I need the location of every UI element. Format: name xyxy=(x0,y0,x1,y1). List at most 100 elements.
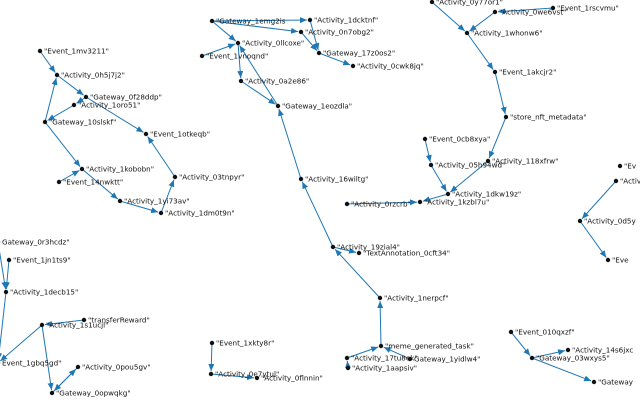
node-ev_1mv3211[interactable]: "Event_1mv3211" xyxy=(37,47,109,56)
node-act_0h5j7j2[interactable]: "Activity_0h5j7j2" xyxy=(54,71,125,80)
node-ta_0cft34[interactable]: "TextAnnotation_0cft34" xyxy=(356,249,450,258)
node-act_1kobobn[interactable]: "Activity_1kobobn" xyxy=(79,165,154,174)
node-dot xyxy=(79,166,85,172)
edge-gw_top-to-act_0llcoxe xyxy=(211,20,237,42)
node-ev_1xkty8r[interactable]: "Event_1xkty8r" xyxy=(209,339,275,348)
node-ev_1otkeqb[interactable]: "Event_1otkeqb" xyxy=(143,130,210,139)
node-act_1s1ucjl[interactable]: "Activity_1s1ucjl" xyxy=(39,321,109,330)
node-label: "Activity_118xfrw" xyxy=(492,157,558,166)
node-dot xyxy=(613,178,619,184)
node-act_0n7obg2[interactable]: "Activity_0n7obg2" xyxy=(298,28,374,37)
node-ev_1gbq5gd[interactable]: Event_1gbq5gd" xyxy=(0,359,61,368)
node-dot xyxy=(503,114,509,120)
node-act_0we6vst[interactable]: "Activity_0we6vst" xyxy=(492,8,567,17)
node-dot xyxy=(422,136,428,142)
edge-act_0llcoxe-to-act_0a2e86 xyxy=(237,42,244,79)
node-label: "Activity_0rda xyxy=(620,177,640,186)
node-act_19zial4[interactable]: "Activity_19zial4" xyxy=(330,243,400,252)
node-act_1kzbl7u[interactable]: "Activity_1kzbl7u" xyxy=(417,198,489,207)
node-act_0e7ytul[interactable]: "Activity_0e7ytul" xyxy=(208,370,279,379)
node-dot xyxy=(350,63,356,69)
node-transfer_reward[interactable]: "transferReward" xyxy=(81,316,150,325)
node-label: Event_1gbq5gd" xyxy=(2,359,61,368)
node-label: "Eve xyxy=(612,256,629,265)
edge-ev_1vnoqnd-to-act_0llcoxe xyxy=(201,43,236,57)
node-act_1yi73av[interactable]: "Activity_1yi73av" xyxy=(117,197,190,206)
node-ev_r_top[interactable]: "Ev xyxy=(617,162,637,171)
node-dot xyxy=(464,30,470,36)
node-act_0rzcrb[interactable]: "Activity_0rzcrb" xyxy=(344,200,411,209)
node-ev_r_mid[interactable]: "Eve xyxy=(605,256,629,265)
node-ev_14nwktt[interactable]: "Event_14nwktt" xyxy=(56,178,123,187)
node-act_17tu8ek[interactable]: "Activity_17tu8ek" xyxy=(344,354,418,363)
node-act_0pou5gv[interactable]: "Activity_0pou5gv" xyxy=(75,363,151,372)
edge-gw_top-to-act_0n7obg2 xyxy=(211,20,299,34)
node-dot xyxy=(298,176,304,182)
node-act_1oro51[interactable]: "Activity_1oro51" xyxy=(71,101,141,110)
node-gw_17z0os2[interactable]: "Gateway_17z0os2" xyxy=(316,49,395,58)
node-meme_task[interactable]: "meme_generated_task" xyxy=(378,342,474,351)
node-gw_1yidlw4[interactable]: Gateway_1yidlw4" xyxy=(407,355,481,364)
node-act_0rda[interactable]: "Activity_0rda xyxy=(613,177,640,186)
node-dot xyxy=(417,199,423,205)
node-gw_0r3hcdz[interactable]: Gateway_0r3hcdz" xyxy=(0,238,70,247)
node-act_118xfrw[interactable]: "Activity_118xfrw" xyxy=(485,157,559,166)
edge-act_19zial4-to-act_16wiltg xyxy=(301,181,334,248)
edge-act_0we6vst-to-act_1whonw6 xyxy=(469,11,496,32)
node-act_1dkw19z[interactable]: "Activity_1dkw19z" xyxy=(445,190,521,199)
node-dot xyxy=(407,356,413,362)
node-gw_03wxys5[interactable]: "Gateway_03wxys5" xyxy=(529,354,610,363)
node-act_14s6jxc[interactable]: "Activity_14s6jxc xyxy=(565,346,634,355)
node-dot xyxy=(275,103,281,109)
node-gw_10slskf[interactable]: "Gateway_10slskf" xyxy=(42,118,116,127)
edge-ev_1jn1ts9-to-act_1decb15 xyxy=(3,259,10,290)
node-act_1decb15[interactable]: "Activity_1decb15" xyxy=(3,288,79,297)
node-act_16wiltg[interactable]: "Activity_16wiltg" xyxy=(298,175,369,184)
node-gw_0opwqkg[interactable]: "Gateway_0opwqkg" xyxy=(49,389,131,398)
edge-act_0rzcrb-to-act_1kzbl7u xyxy=(346,199,418,206)
node-act_05h94wd[interactable]: "Activity_05h94wd" xyxy=(428,161,506,170)
node-label: "Gateway_17z0os2" xyxy=(323,49,395,58)
node-act_0llcoxe[interactable]: "Activity_0llcoxe" xyxy=(235,39,304,48)
node-ev_0cb8xya[interactable]: "Event_0cb8xya" xyxy=(422,135,491,144)
node-dot xyxy=(209,340,215,346)
node-gw_top[interactable]: "Gateway_1emg2is xyxy=(209,17,286,26)
node-dot xyxy=(445,191,451,197)
node-dot xyxy=(209,18,215,24)
node-act_0cwk8jq[interactable]: "Activity_0cwk8jq" xyxy=(350,62,424,71)
node-label: "Activity_0llcoxe" xyxy=(242,39,304,48)
node-act_1dm0t9n[interactable]: "Activity_1dm0t9n" xyxy=(158,209,235,218)
node-ev_1vnoqnd[interactable]: "Event_1vnoqnd" xyxy=(199,52,268,61)
edge-act_118xfrw-to-act_1dkw19z xyxy=(449,160,489,193)
node-store_nft[interactable]: "store_nft_metadata" xyxy=(503,113,587,122)
node-label: Gateway_0r3hcdz" xyxy=(2,238,70,247)
node-gw_1eozdla[interactable]: "Gateway_1eozdla" xyxy=(275,102,352,111)
node-gw_r_bottom[interactable]: "Gateway xyxy=(591,378,634,387)
node-act_0flnnin[interactable]: "Activity_0flnnin" xyxy=(254,374,323,383)
edge-ev_1mv3211-to-act_0h5j7j2 xyxy=(39,50,56,73)
node-act_1aapsiv[interactable]: "Activity_1aapsiv" xyxy=(345,364,417,373)
node-ev_1jn1ts9[interactable]: "Event_1jn1ts9" xyxy=(6,256,71,265)
node-act_0d5y[interactable]: "Activity_0d5y xyxy=(577,217,637,226)
node-dot xyxy=(344,201,350,207)
node-gw_0f28ddp[interactable]: "Gateway_0f28ddp" xyxy=(83,93,162,102)
node-act_top_r[interactable]: "Activity_0y77or1" xyxy=(429,0,503,7)
node-act_1whonw6[interactable]: "Activity_1whonw6" xyxy=(464,29,543,38)
edge-gw_03wxys5-to-act_14s6jxc xyxy=(531,349,566,359)
node-label: "Activity_1decb15" xyxy=(10,288,78,297)
node-label: "Activity_1oro51" xyxy=(78,101,140,110)
node-dot xyxy=(117,198,123,204)
node-label: "Gateway_1eozdla" xyxy=(282,102,352,111)
node-ev_1akcjr2[interactable]: "Event_1akcjr2" xyxy=(492,68,557,77)
node-act_0a2e86[interactable]: "Activity_0a2e86" xyxy=(238,77,309,86)
node-label: "Activity_1dm0t9n" xyxy=(165,209,235,218)
edge-act_19zial4-to-ta_0cft34 xyxy=(332,246,357,254)
node-act_03tnpyr[interactable]: "Activity_03tnpyr" xyxy=(172,173,245,182)
edge-act_1dm0t9n-to-act_03tnpyr xyxy=(160,179,175,214)
node-label: "Activity_0cwk8jq" xyxy=(357,62,424,71)
node-ev_010qxzf[interactable]: "Event_010qxzf" xyxy=(508,328,575,337)
node-act_1nerpcf[interactable]: "Activity_1nerpcf" xyxy=(377,294,449,303)
node-ev_1rscvmu[interactable]: "Event_1rscvmu" xyxy=(550,4,619,13)
node-act_dcktnf[interactable]: "Activity_1dcktnf" xyxy=(307,16,378,25)
